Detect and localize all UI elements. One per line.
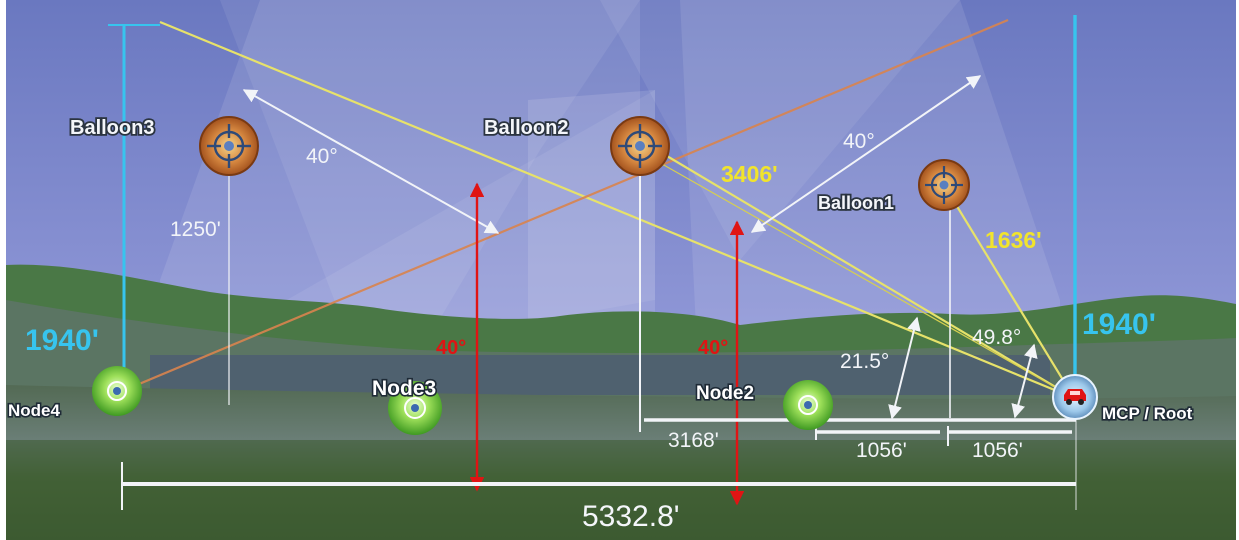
mcp-root[interactable] — [1052, 374, 1098, 420]
height-poles — [108, 15, 1077, 392]
node4[interactable] — [92, 366, 142, 416]
red-arrows — [469, 182, 745, 506]
balloon1[interactable] — [918, 159, 970, 211]
slant-balloon2-label: 3406' — [721, 161, 778, 187]
distance-bars — [121, 418, 1076, 510]
valley-water — [150, 355, 1050, 395]
balloon2[interactable] — [610, 116, 670, 176]
angle-left-label: 40° — [306, 145, 338, 168]
red-angle-left-label: 40° — [436, 337, 466, 359]
angle-arrows — [242, 75, 1038, 420]
vertical-lines — [228, 150, 1077, 510]
height-left-label: 1940' — [25, 324, 99, 357]
foreground-texture — [6, 440, 1236, 540]
node2-label: Node2 — [696, 383, 754, 404]
mcp-root-label: MCP / Root — [1102, 404, 1193, 423]
distance-3168-label: 3168' — [668, 429, 719, 452]
right-frame-edge — [1236, 0, 1239, 540]
height-right-label: 1940' — [1082, 308, 1156, 341]
red-angle-right-label: 40° — [698, 337, 728, 359]
balloon2-label: Balloon2 — [484, 117, 568, 139]
left-frame-edge — [0, 0, 6, 540]
balloon3[interactable] — [199, 116, 259, 176]
balloon3-height-label: 1250' — [170, 218, 221, 241]
balloon1-label: Balloon1 — [818, 193, 894, 213]
slant-balloon1-label: 1636' — [985, 227, 1042, 253]
node3-label: Node3 — [372, 377, 436, 400]
node2[interactable] — [783, 380, 833, 430]
angle-49-8-label: 49.8° — [972, 326, 1021, 349]
balloon3-label: Balloon3 — [70, 117, 154, 139]
distance-total-label: 5332.8' — [582, 500, 680, 533]
distance-1056-b-label: 1056' — [972, 439, 1023, 462]
distance-1056-a-label: 1056' — [856, 439, 907, 462]
angle-right-label: 40° — [843, 130, 875, 153]
node3[interactable] — [388, 381, 442, 435]
angle-21-5-label: 21.5° — [840, 350, 889, 373]
node4-label: Node4 — [8, 401, 61, 420]
car-icon — [1064, 389, 1086, 405]
